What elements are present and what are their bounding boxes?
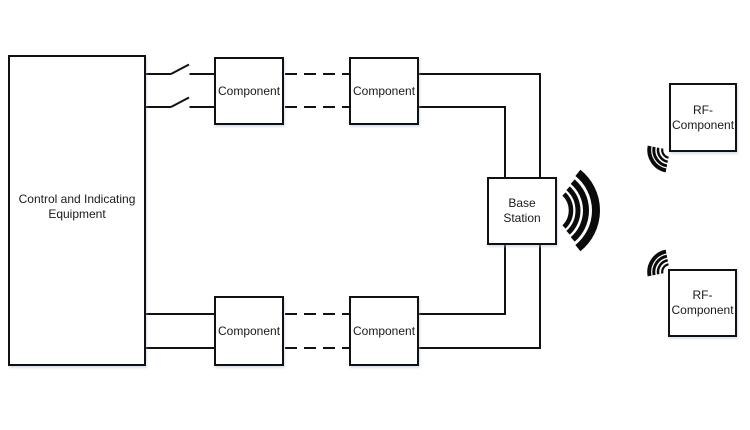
rf-bottom-wireless-signal-icon: [647, 249, 669, 277]
base-station-wireless-signal-icon: [562, 169, 600, 252]
wire-component-top-to-base-b: [419, 106, 506, 178]
component-box-bottom-right: Component: [349, 296, 419, 366]
wire-component-bottom-to-base-a: [419, 244, 506, 315]
component-box-top-left: Component: [214, 57, 284, 125]
component-box-top-right: Component: [349, 57, 419, 125]
wire-component-top-to-base-a: [419, 73, 541, 178]
rf-top-wireless-signal-icon: [647, 145, 669, 173]
component-label: Component: [217, 83, 281, 98]
component-box-bottom-left: Component: [214, 296, 284, 366]
component-label: Component: [352, 323, 416, 338]
rf-component-box-top: RF-Component: [669, 83, 737, 152]
component-label: Component: [352, 83, 416, 98]
control-box-label: Control and Indicating Equipment: [18, 192, 136, 221]
wire-component-bottom-to-base-b: [419, 244, 541, 349]
wire-control-to-component-top-a: [146, 63, 215, 75]
base-station-label: Base Station: [503, 196, 541, 225]
rf-component-box-bottom: RF-Component: [668, 269, 737, 337]
component-label: Component: [217, 323, 281, 338]
rf-component-label: RF-Component: [671, 288, 734, 317]
control-and-indicating-equipment-box: Control and Indicating Equipment: [8, 55, 146, 366]
rf-component-label: RF-Component: [671, 102, 735, 132]
open-switch-icon: [170, 96, 190, 108]
wire-control-to-component-top-b: [146, 96, 215, 108]
open-switch-icon: [170, 63, 190, 75]
base-station-box: Base Station: [487, 177, 557, 245]
